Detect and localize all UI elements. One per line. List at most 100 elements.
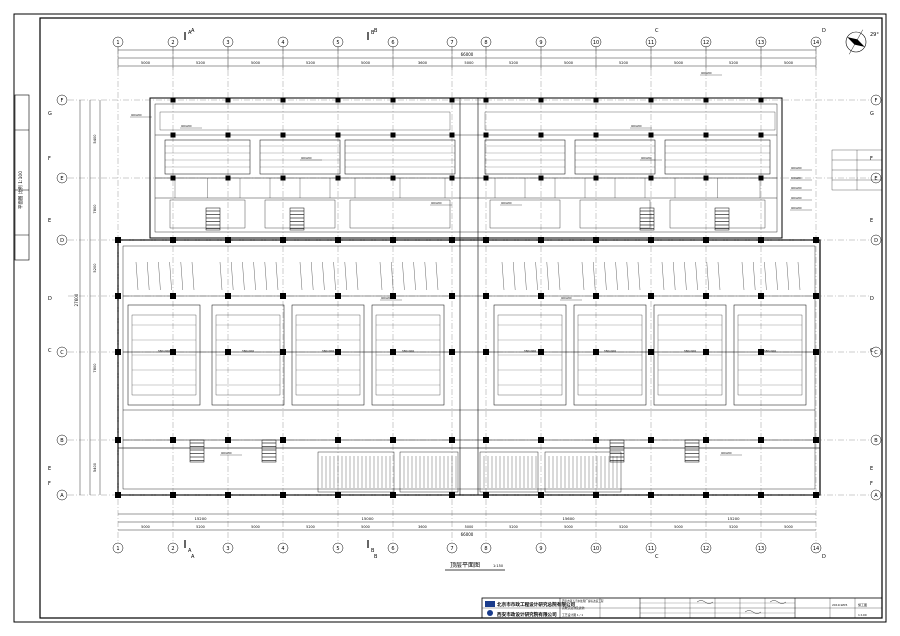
grid-bubble-right-F: F [870,94,882,106]
grid-bubble-right-A: A [870,489,882,501]
equipment-4 [261,439,277,463]
dim-seg-4: 5000 [361,61,371,65]
inner-border [39,17,883,619]
annotation-1: 400x200 [631,125,642,128]
dim-bottom-seg-11: 5200 [729,525,738,529]
svg-text:13: 13 [758,40,764,46]
grid-bubble-left-F: F [56,94,68,106]
project-drawing-name: 工艺设计图 1 / 1 [562,613,583,617]
grid-letter-right-5: E [870,466,873,472]
grid-bubble-top-7: 7 [446,36,458,48]
dim-seg-12: 5000 [784,61,794,65]
stair-treads [321,456,618,488]
dim-seg-0: 5000 [141,61,151,65]
signatures [696,600,787,614]
annotation-2: 400x200 [301,157,312,160]
dim-bottom-seg-7: 5200 [509,525,518,529]
grid-bubble-bottom-2: 2 [167,542,179,554]
svg-text:B: B [60,438,64,444]
north-arrow: 29° [845,29,879,55]
grid-bubble-top-4: 4 [277,36,289,48]
grid-letter-right-6: F [870,481,873,487]
annotation-9: 400x200 [791,197,802,200]
bottom-overall-dimension: 66000 [461,532,474,537]
annotation-labels: 400x200 400x200 400x200 400x200 400x200 400x2… [130,72,812,456]
company-name-2: 西安市政设计研究院有限公司 [497,611,557,618]
grid-letter-right-1: F [870,156,873,162]
project-subtitle: 高效沉淀池及滤池 [562,606,585,610]
annotation-16: 400x200 [721,452,732,455]
equipment-1 [289,207,305,231]
annotation-15: 400x200 [221,452,232,455]
design-stage: 施工图 [858,602,867,607]
dim-bottom-seg-4: 5000 [361,525,370,529]
grid-bubble-top-3: 3 [222,36,234,48]
grid-bubble-top-12: 12 [700,36,712,48]
svg-text:F: F [61,98,64,104]
building-plan [117,97,821,496]
chamber-label-5: 380.000 [604,349,616,353]
svg-text:12: 12 [703,546,709,552]
svg-text:2: 2 [171,40,174,46]
grid-bubble-bottom-12: 12 [700,542,712,554]
grid-letter-bottom-B: B [374,554,378,560]
grid-bubble-top-6: 6 [387,36,399,48]
dim-seg-11: 5200 [729,61,739,65]
company-logo [485,601,495,607]
dim-left-2: 5200 [93,263,97,273]
dim-seg-9: 5200 [619,61,629,65]
grid-bubble-top-2: 2 [167,36,179,48]
dim-seg-1: 5200 [196,61,206,65]
svg-text:8: 8 [484,40,487,46]
section-marker-a-bottom: A [184,540,192,554]
dim-bottom-seg-1: 5200 [196,525,205,529]
annotation-4: 400x200 [431,202,442,205]
north-angle-label: 29° [870,32,879,38]
equipment-hatches [189,207,730,463]
svg-text:3: 3 [226,40,229,46]
grid-bubble-bottom-9: 9 [535,542,547,554]
dim-bottom-seg-12: 5000 [784,525,793,529]
grid-letter-left-0: G [48,111,52,117]
grid-letter-right-3: D [870,296,874,302]
dim-bottom-seg-9: 5200 [619,525,628,529]
grid-bubble-top-14: 14 [810,36,822,48]
grid-bubble-bottom-6: 6 [387,542,399,554]
svg-text:12: 12 [703,40,709,46]
svg-text:14: 14 [813,546,819,552]
annotation-7: 400x200 [791,177,802,180]
svg-text:1: 1 [116,40,119,46]
dim-seg-5: 3600 [418,61,428,65]
svg-text:5: 5 [336,546,339,552]
dim-left-4: 5400 [93,462,97,472]
svg-text:6: 6 [391,546,394,552]
grid-letter-top-C: C [655,28,659,34]
grid-bubble-bottom-11: 11 [645,542,657,554]
equipment-3 [714,207,730,231]
chamber-label-4: 380.000 [524,349,536,353]
svg-text:A: A [188,30,192,36]
svg-text:11: 11 [648,40,654,46]
grid-letter-right-4: C [870,348,874,354]
title-block [481,597,883,619]
grid-bubble-bottom-10: 10 [590,542,602,554]
chamber-label-7: 380.000 [764,349,776,353]
section-marker-a-top: A [184,30,192,40]
revision-table [831,149,883,191]
svg-text:2: 2 [171,546,174,552]
dim-left-1: 7800 [93,204,97,214]
dim-group-1: 15000 [361,516,374,521]
svg-text:14: 14 [813,40,819,46]
svg-text:11: 11 [648,546,654,552]
grid-bubble-bottom-1: 1 [112,542,124,554]
svg-text:10: 10 [593,40,599,46]
dim-bottom-seg-5: 3600 [418,525,427,529]
side-label: 平面图 比例 1:100 [17,171,24,209]
svg-text:13: 13 [758,546,764,552]
grid-letter-bottom-C: C [655,554,659,560]
